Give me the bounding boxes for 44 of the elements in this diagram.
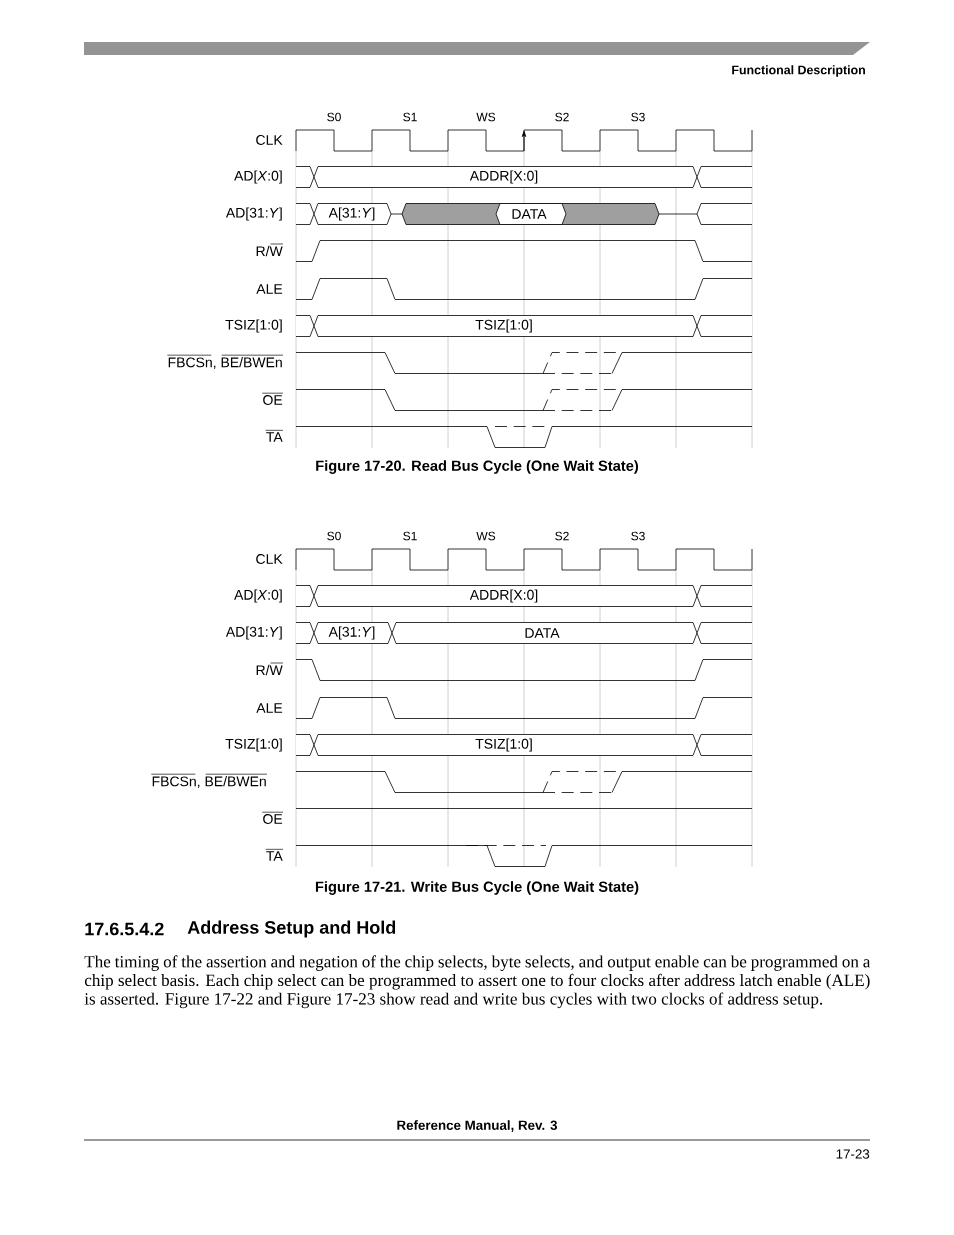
signal-name: CLK	[256, 554, 283, 564]
signal-name: AD[31:Y]	[225, 626, 282, 640]
state-label: S0	[327, 531, 341, 541]
state-label: S3	[631, 112, 645, 122]
signal-name: OE	[261, 392, 284, 405]
bus-value: ADDR[X:0]	[469, 170, 538, 184]
state-label: WS	[476, 112, 496, 122]
footer-title: Reference Manual, Rev. 3	[397, 1120, 558, 1132]
body-paragraph: The timing of the assertion and negation of the chip selects, byte selects, and output enable can be programmed on a chip select basis. Each chip select can be programmed to assert one to four clocks after address latch enable (ALE) is asserted. Figure 17-22 and Figure 17-23 show read and write bus cycles with two clocks of address setup.	[84, 955, 871, 1009]
section-heading: Address Setup and Hold	[187, 920, 396, 938]
page-number: 17-23	[836, 1149, 870, 1159]
section-number: 17.6.5.4.2	[85, 922, 164, 936]
state-label: S0	[327, 112, 341, 122]
signal-name: TSIZ[1:0]	[225, 319, 282, 333]
state-label: WS	[476, 531, 496, 541]
signal-name: ALE	[256, 284, 283, 294]
signal-name: FBCSn, BE/BWEn	[167, 354, 284, 369]
bus-value: DATA	[512, 209, 547, 219]
signal-name: R/W	[256, 243, 284, 257]
state-label: S3	[631, 531, 645, 541]
signal-name: AD[31:Y]	[225, 207, 282, 221]
bus-value: TSIZ[1:0]	[475, 738, 532, 752]
figure-caption: Figure 17-20. Read Bus Cycle (One Wait State)	[316, 460, 639, 474]
signal-name: R/W	[256, 662, 284, 676]
bus-value: A[31:Y]	[328, 207, 375, 221]
signal-name: AD[X:0]	[234, 589, 282, 603]
state-label: S1	[403, 112, 417, 122]
signal-name: CLK	[256, 135, 283, 145]
running-header: Functional Description	[732, 65, 865, 77]
bus-value: ADDR[X:0]	[469, 589, 538, 603]
bus-value: A[31:Y]	[328, 626, 375, 640]
signal-name: TA	[265, 849, 284, 861]
state-label: S2	[555, 531, 569, 541]
bus-value: DATA	[525, 628, 560, 638]
signal-name: AD[X:0]	[234, 170, 282, 184]
signal-name: FBCSn, BE/BWEn	[151, 773, 268, 788]
signal-name: OE	[261, 811, 284, 824]
signal-name: ALE	[256, 703, 283, 713]
bus-value: TSIZ[1:0]	[475, 319, 532, 333]
state-label: S2	[555, 112, 569, 122]
signal-name: TSIZ[1:0]	[225, 738, 282, 752]
signal-name: TA	[265, 430, 284, 442]
figure-caption: Figure 17-21. Write Bus Cycle (One Wait State)	[315, 881, 639, 895]
state-label: S1	[403, 531, 417, 541]
